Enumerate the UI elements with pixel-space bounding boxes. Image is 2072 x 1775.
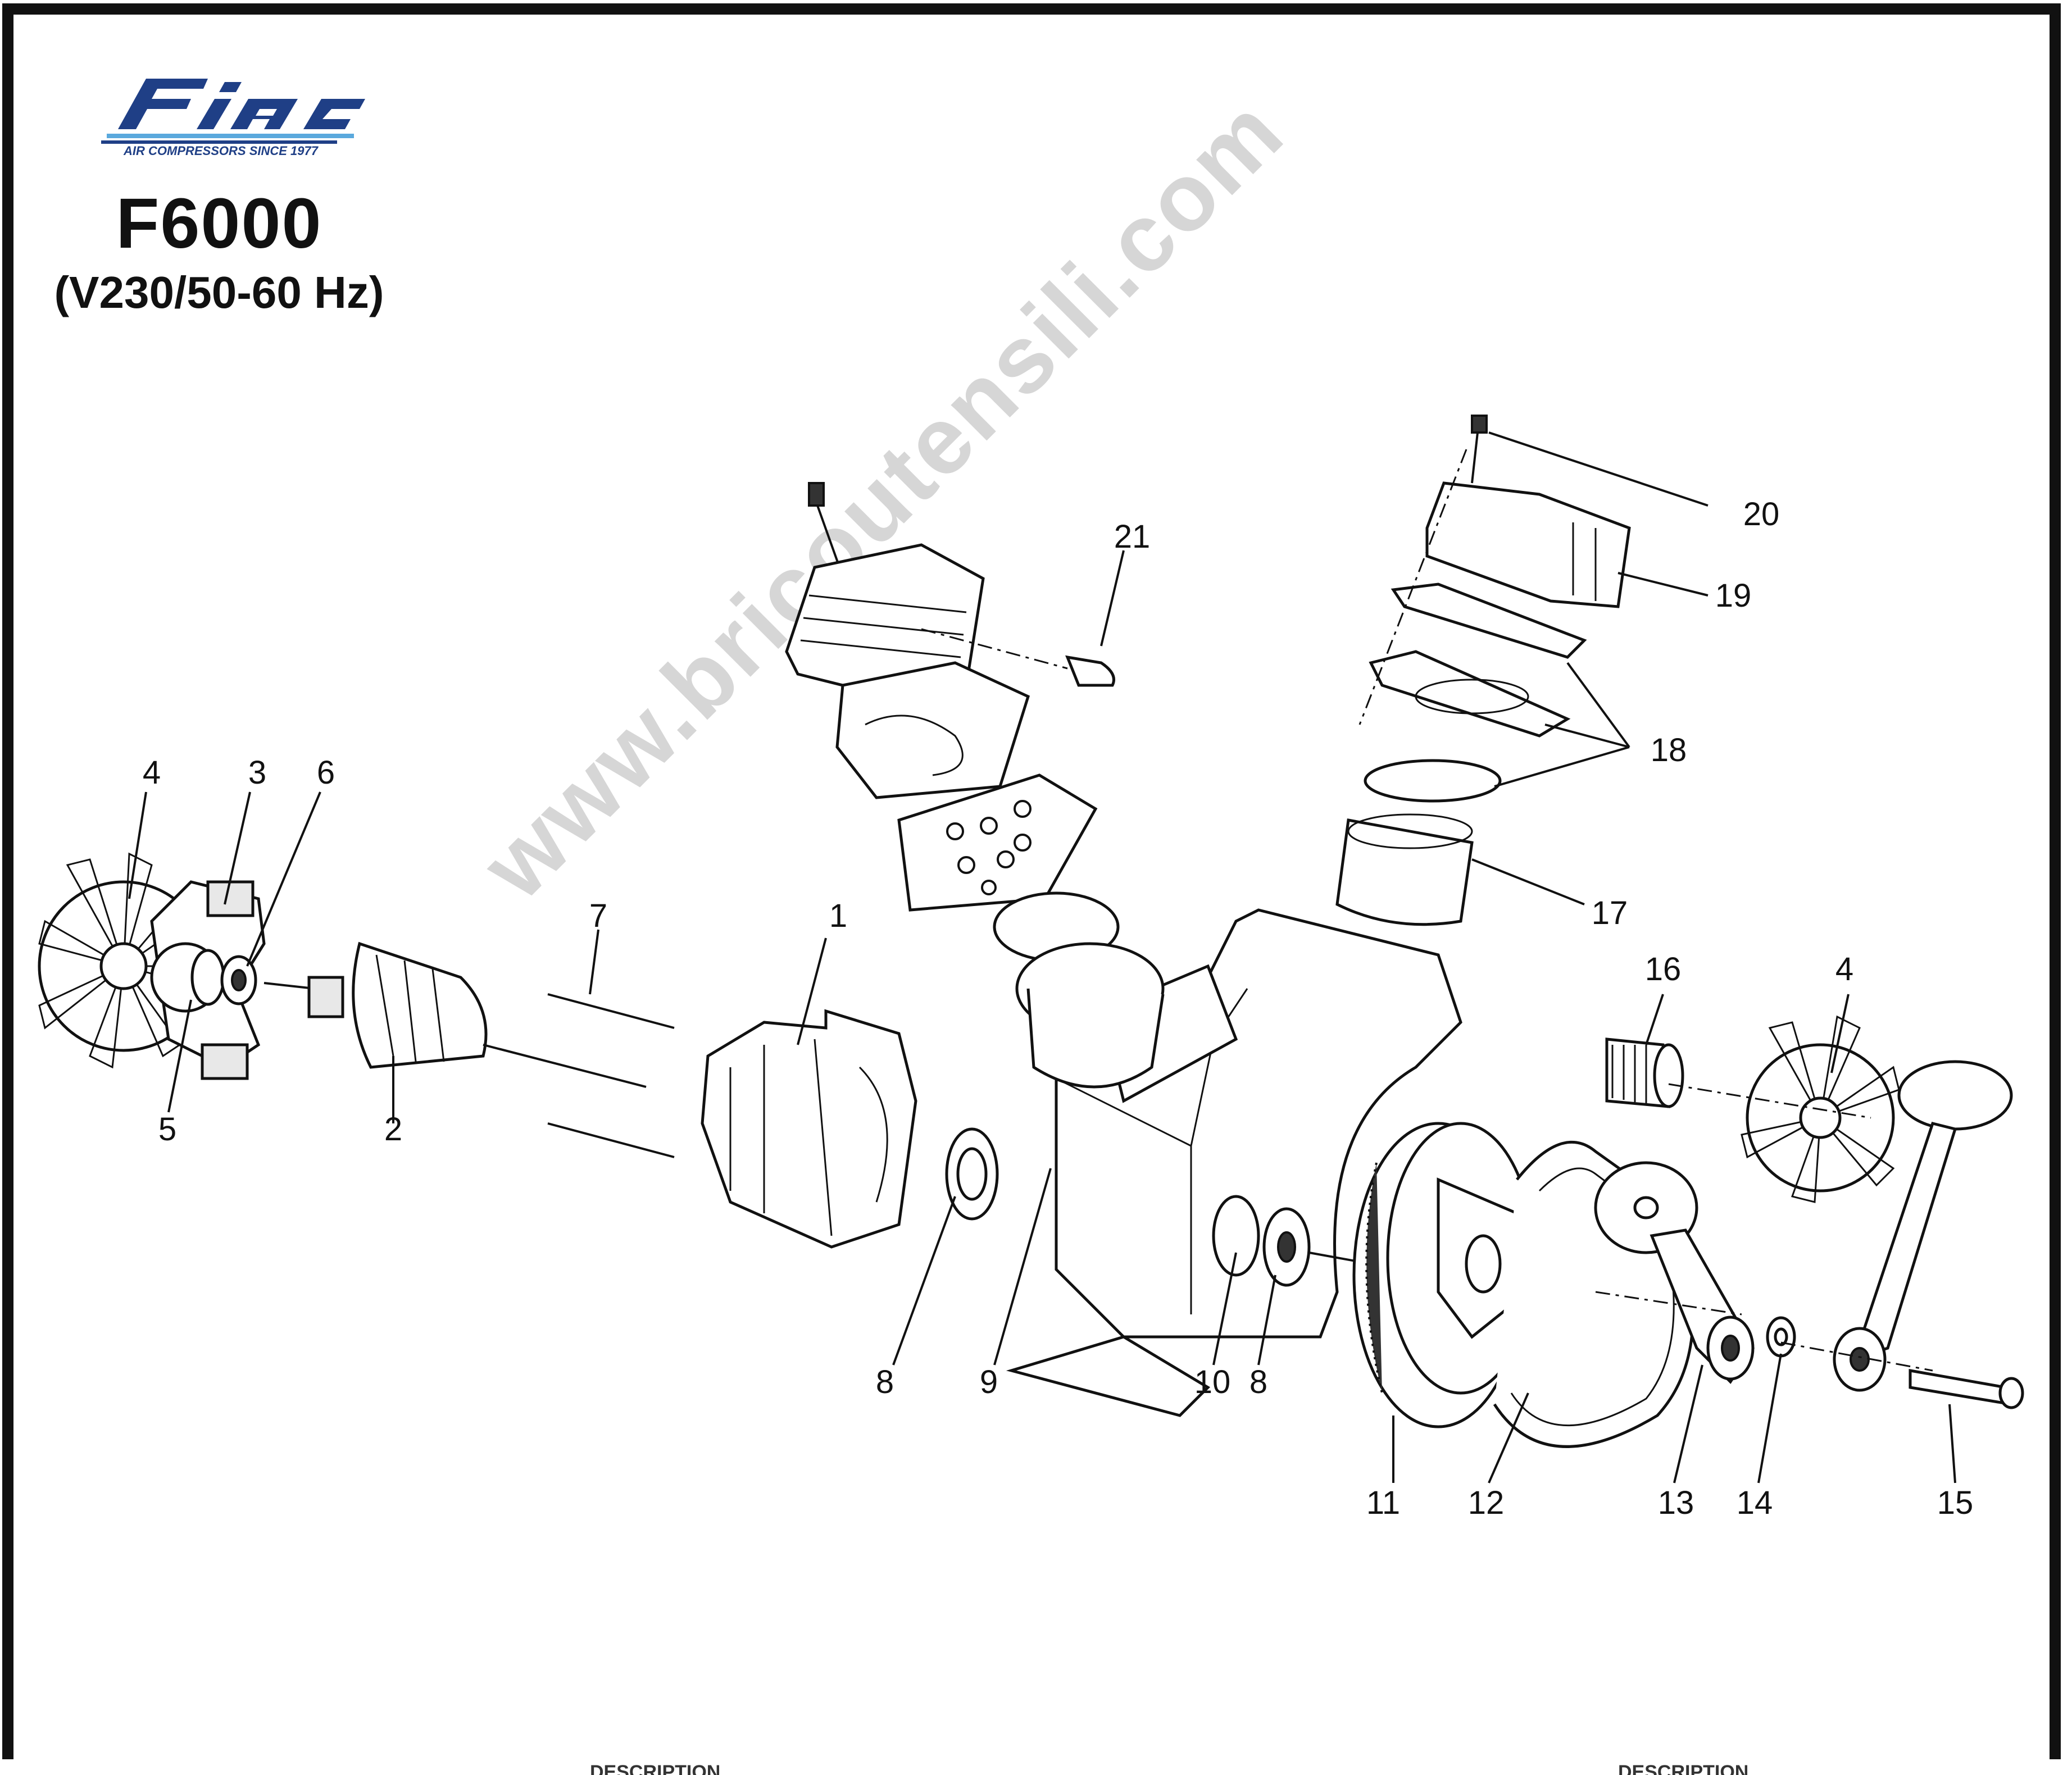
tie-bolts [547, 993, 675, 1158]
callout-5: 5 [158, 1111, 176, 1148]
fiac-logo: AIR COMPRESSORS SINCE 1977 [84, 45, 376, 158]
callout-21: 21 [1114, 518, 1151, 555]
model-title: F6000 [116, 184, 322, 263]
pulley [1352, 1122, 1535, 1428]
cylinder-head-left [785, 482, 1165, 1089]
callout-19: 19 [1715, 577, 1752, 614]
callout-6: 6 [317, 754, 335, 791]
parts-table-header-cropped: DESCRIPTION DESCRIPTION [0, 1759, 2072, 1775]
callout-8-left: 8 [876, 1364, 894, 1400]
seal-bearing-right [1212, 1195, 1371, 1287]
connecting-rod-long [1833, 1060, 2024, 1409]
callout-15: 15 [1937, 1485, 1974, 1521]
callout-8-right: 8 [1249, 1364, 1267, 1400]
callout-14: 14 [1737, 1485, 1773, 1521]
washer [1766, 1316, 1796, 1358]
leader-lines [128, 431, 1956, 1483]
rotor [263, 941, 647, 1088]
logo-tagline: AIR COMPRESSORS SINCE 1977 [123, 144, 319, 157]
callout-9: 9 [980, 1364, 998, 1400]
bearing-ring [190, 949, 257, 1006]
callout-13: 13 [1658, 1485, 1694, 1521]
footer-description-right: DESCRIPTION [1618, 1762, 1749, 1775]
stator [701, 1009, 917, 1249]
fan-right [1741, 1015, 1900, 1203]
filter [1605, 1037, 1684, 1108]
callout-10: 10 [1194, 1364, 1231, 1400]
callout-17: 17 [1592, 895, 1628, 931]
connecting-rod-small [1594, 1161, 1755, 1384]
callout-4-right: 4 [1835, 951, 1853, 987]
callout-20: 20 [1743, 496, 1780, 532]
callout-2: 2 [384, 1111, 402, 1148]
callout-3: 3 [248, 754, 266, 791]
callout-11: 11 [1366, 1485, 1400, 1521]
bearing-left [945, 1127, 999, 1221]
callout-18: 18 [1651, 732, 1687, 768]
footer-description-left: DESCRIPTION [590, 1762, 721, 1775]
callout-4-left: 4 [143, 754, 161, 791]
callout-1: 1 [829, 898, 847, 934]
cylinder-head-right [1335, 415, 1631, 926]
model-voltage: (V230/50-60 Hz) [54, 267, 384, 317]
callout-12: 12 [1468, 1485, 1505, 1521]
callout-7: 7 [589, 898, 607, 934]
callout-16: 16 [1645, 951, 1682, 987]
